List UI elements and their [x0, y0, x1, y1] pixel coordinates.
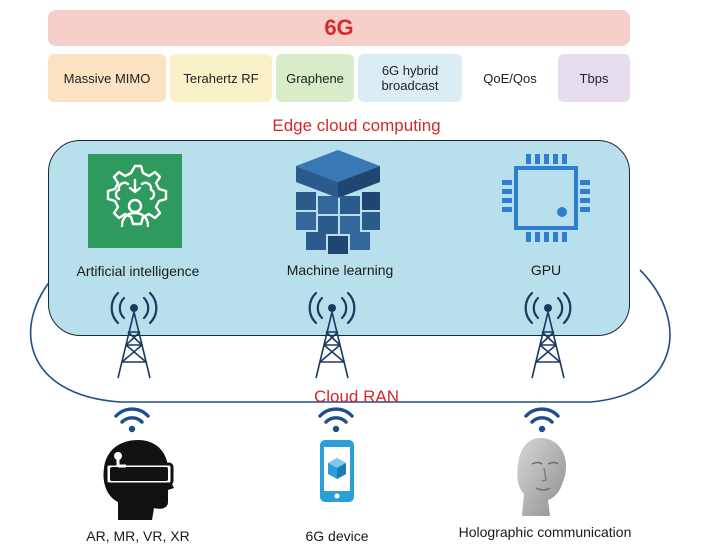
- chip-icon: [502, 154, 590, 242]
- tech-label: Massive MIMO: [63, 70, 151, 86]
- tech-label: 6G hybrid broadcast: [381, 63, 438, 93]
- wifi-icon: [114, 407, 150, 433]
- cloud-ran-title: Cloud RAN: [313, 387, 400, 406]
- label-6g-device: 6G device: [305, 528, 369, 544]
- tech-label: Tbps: [579, 70, 609, 86]
- tech-tbps: Tbps: [558, 54, 630, 102]
- tech-graphene: Graphene: [276, 54, 354, 102]
- radio-tower-icon: [308, 291, 356, 379]
- tech-terahertz-rf: Terahertz RF: [170, 54, 272, 102]
- tech-label: QoE/Qos: [483, 70, 537, 86]
- radio-tower-icon: [524, 291, 572, 379]
- label-gpu: GPU: [530, 262, 562, 278]
- label-holographic-communication: Holographic communication: [458, 524, 632, 540]
- wifi-icon: [318, 407, 354, 433]
- vr-headset-head-icon: [103, 440, 174, 520]
- six-g-title: 6G: [324, 15, 354, 40]
- wifi-icon: [524, 407, 560, 433]
- tech-qoe-qos: QoE/Qos: [466, 54, 554, 102]
- tech-label: Graphene: [286, 70, 344, 86]
- tech-massive-mimo: Massive MIMO: [48, 54, 166, 102]
- label-ar-mr-vr-xr: AR, MR, VR, XR: [86, 528, 190, 544]
- hologram-head-icon: [517, 438, 566, 516]
- cube-stack-icon: [296, 150, 380, 254]
- edge-cloud-title: Edge cloud computing: [272, 116, 441, 135]
- label-machine-learning: Machine learning: [286, 262, 394, 278]
- tech-6g-hybrid-broadcast: 6G hybrid broadcast: [358, 54, 462, 102]
- six-g-banner: 6G: [48, 10, 630, 46]
- radio-tower-icon: [110, 291, 158, 379]
- ai-head-gear-icon: [88, 154, 182, 248]
- tech-label-line1: 6G hybrid: [381, 63, 439, 78]
- tech-label-line2: broadcast: [381, 78, 439, 93]
- label-artificial-intelligence: Artificial intelligence: [76, 263, 200, 279]
- tech-label: Terahertz RF: [183, 70, 259, 86]
- smartphone-icon: [320, 440, 354, 502]
